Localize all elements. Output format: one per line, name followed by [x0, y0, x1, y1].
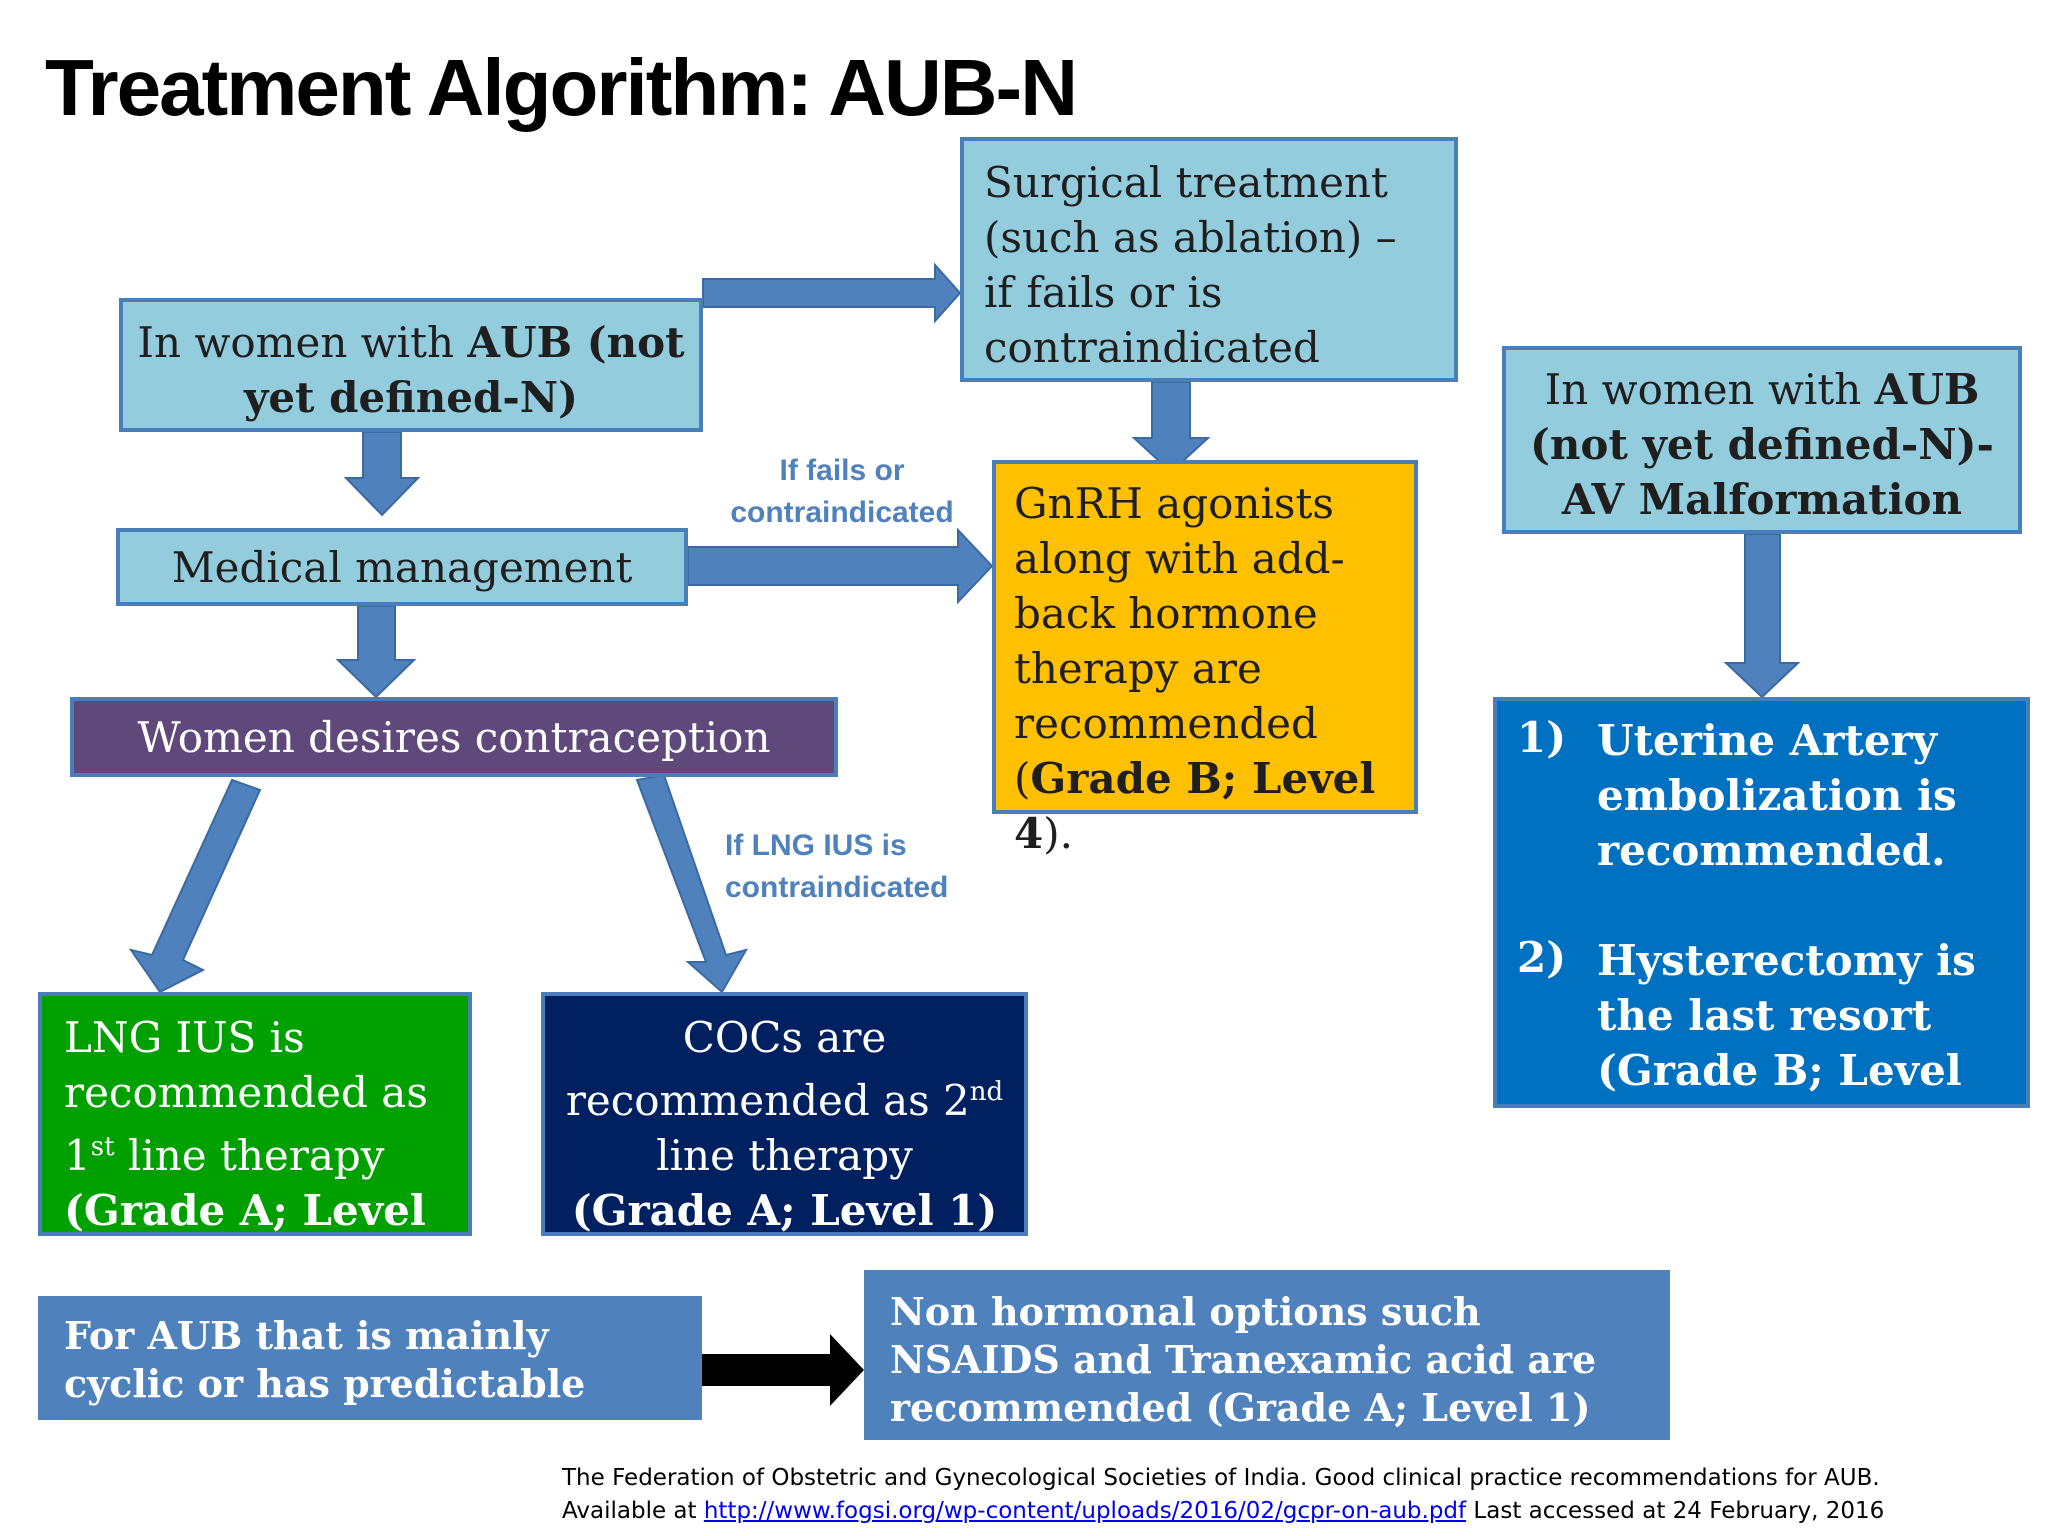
node-cocs: COCs are recommended as 2nd line therapy… — [541, 992, 1028, 1236]
node-gnrh-agonists: GnRH agonists along with add-back hormon… — [992, 460, 1418, 858]
arrow-cyclic-to-nonhormonal — [694, 1334, 864, 1406]
citation-link[interactable]: http://www.fogsi.org/wp-content/uploads/… — [703, 1498, 1467, 1524]
arrow-contraception-to-lng — [128, 778, 262, 994]
arrow-surgical-to-gnrh — [1131, 381, 1211, 474]
arrow-medical-to-gnrh — [687, 527, 994, 605]
citation-line-2: Available at http://www.fogsi.org/wp-con… — [562, 1498, 1885, 1524]
label-if-fails: If fails or contraindicated — [730, 454, 954, 529]
arrow-av-to-options — [1723, 533, 1801, 699]
node-medical-management: Medical management — [116, 528, 688, 606]
node-desires-contraception: Women desires contraception — [70, 697, 838, 777]
node-av-options: 1) Uterine Artery embolization is recomm… — [1493, 697, 2030, 1150]
node-lng-ius: LNG IUS is recommended as 1st line thera… — [38, 992, 472, 1290]
arrow-start-to-surgical — [702, 262, 962, 324]
av-option-1: 1) Uterine Artery embolization is recomm… — [1517, 713, 1957, 875]
page-title: Treatment Algorithm: AUB-N — [45, 43, 1078, 132]
node-start: In women with AUB (not yet defined-N) — [119, 298, 703, 432]
node-surgical-treatment: Surgical treatment (such as ablation) – … — [960, 137, 1458, 382]
label-if-lng-contraindicated: If LNG IUS is contraindicated — [725, 829, 949, 904]
arrow-start-to-medical — [343, 431, 421, 517]
citation-line-1: The Federation of Obstetric and Gynecolo… — [562, 1465, 1880, 1491]
node-av-malformation: In women with AUB (not yet defined-N)- A… — [1502, 346, 2022, 534]
node-cyclic-aub: For AUB that is mainly cyclic or has pre… — [38, 1296, 702, 1420]
node-non-hormonal: Non hormonal options such NSAIDS and Tra… — [864, 1270, 1670, 1440]
arrow-contraception-to-cocs — [635, 773, 749, 994]
av-option-2: 2) Hysterectomy is the last resort (Grad… — [1517, 933, 1976, 1150]
arrow-medical-to-contraception — [335, 605, 417, 699]
